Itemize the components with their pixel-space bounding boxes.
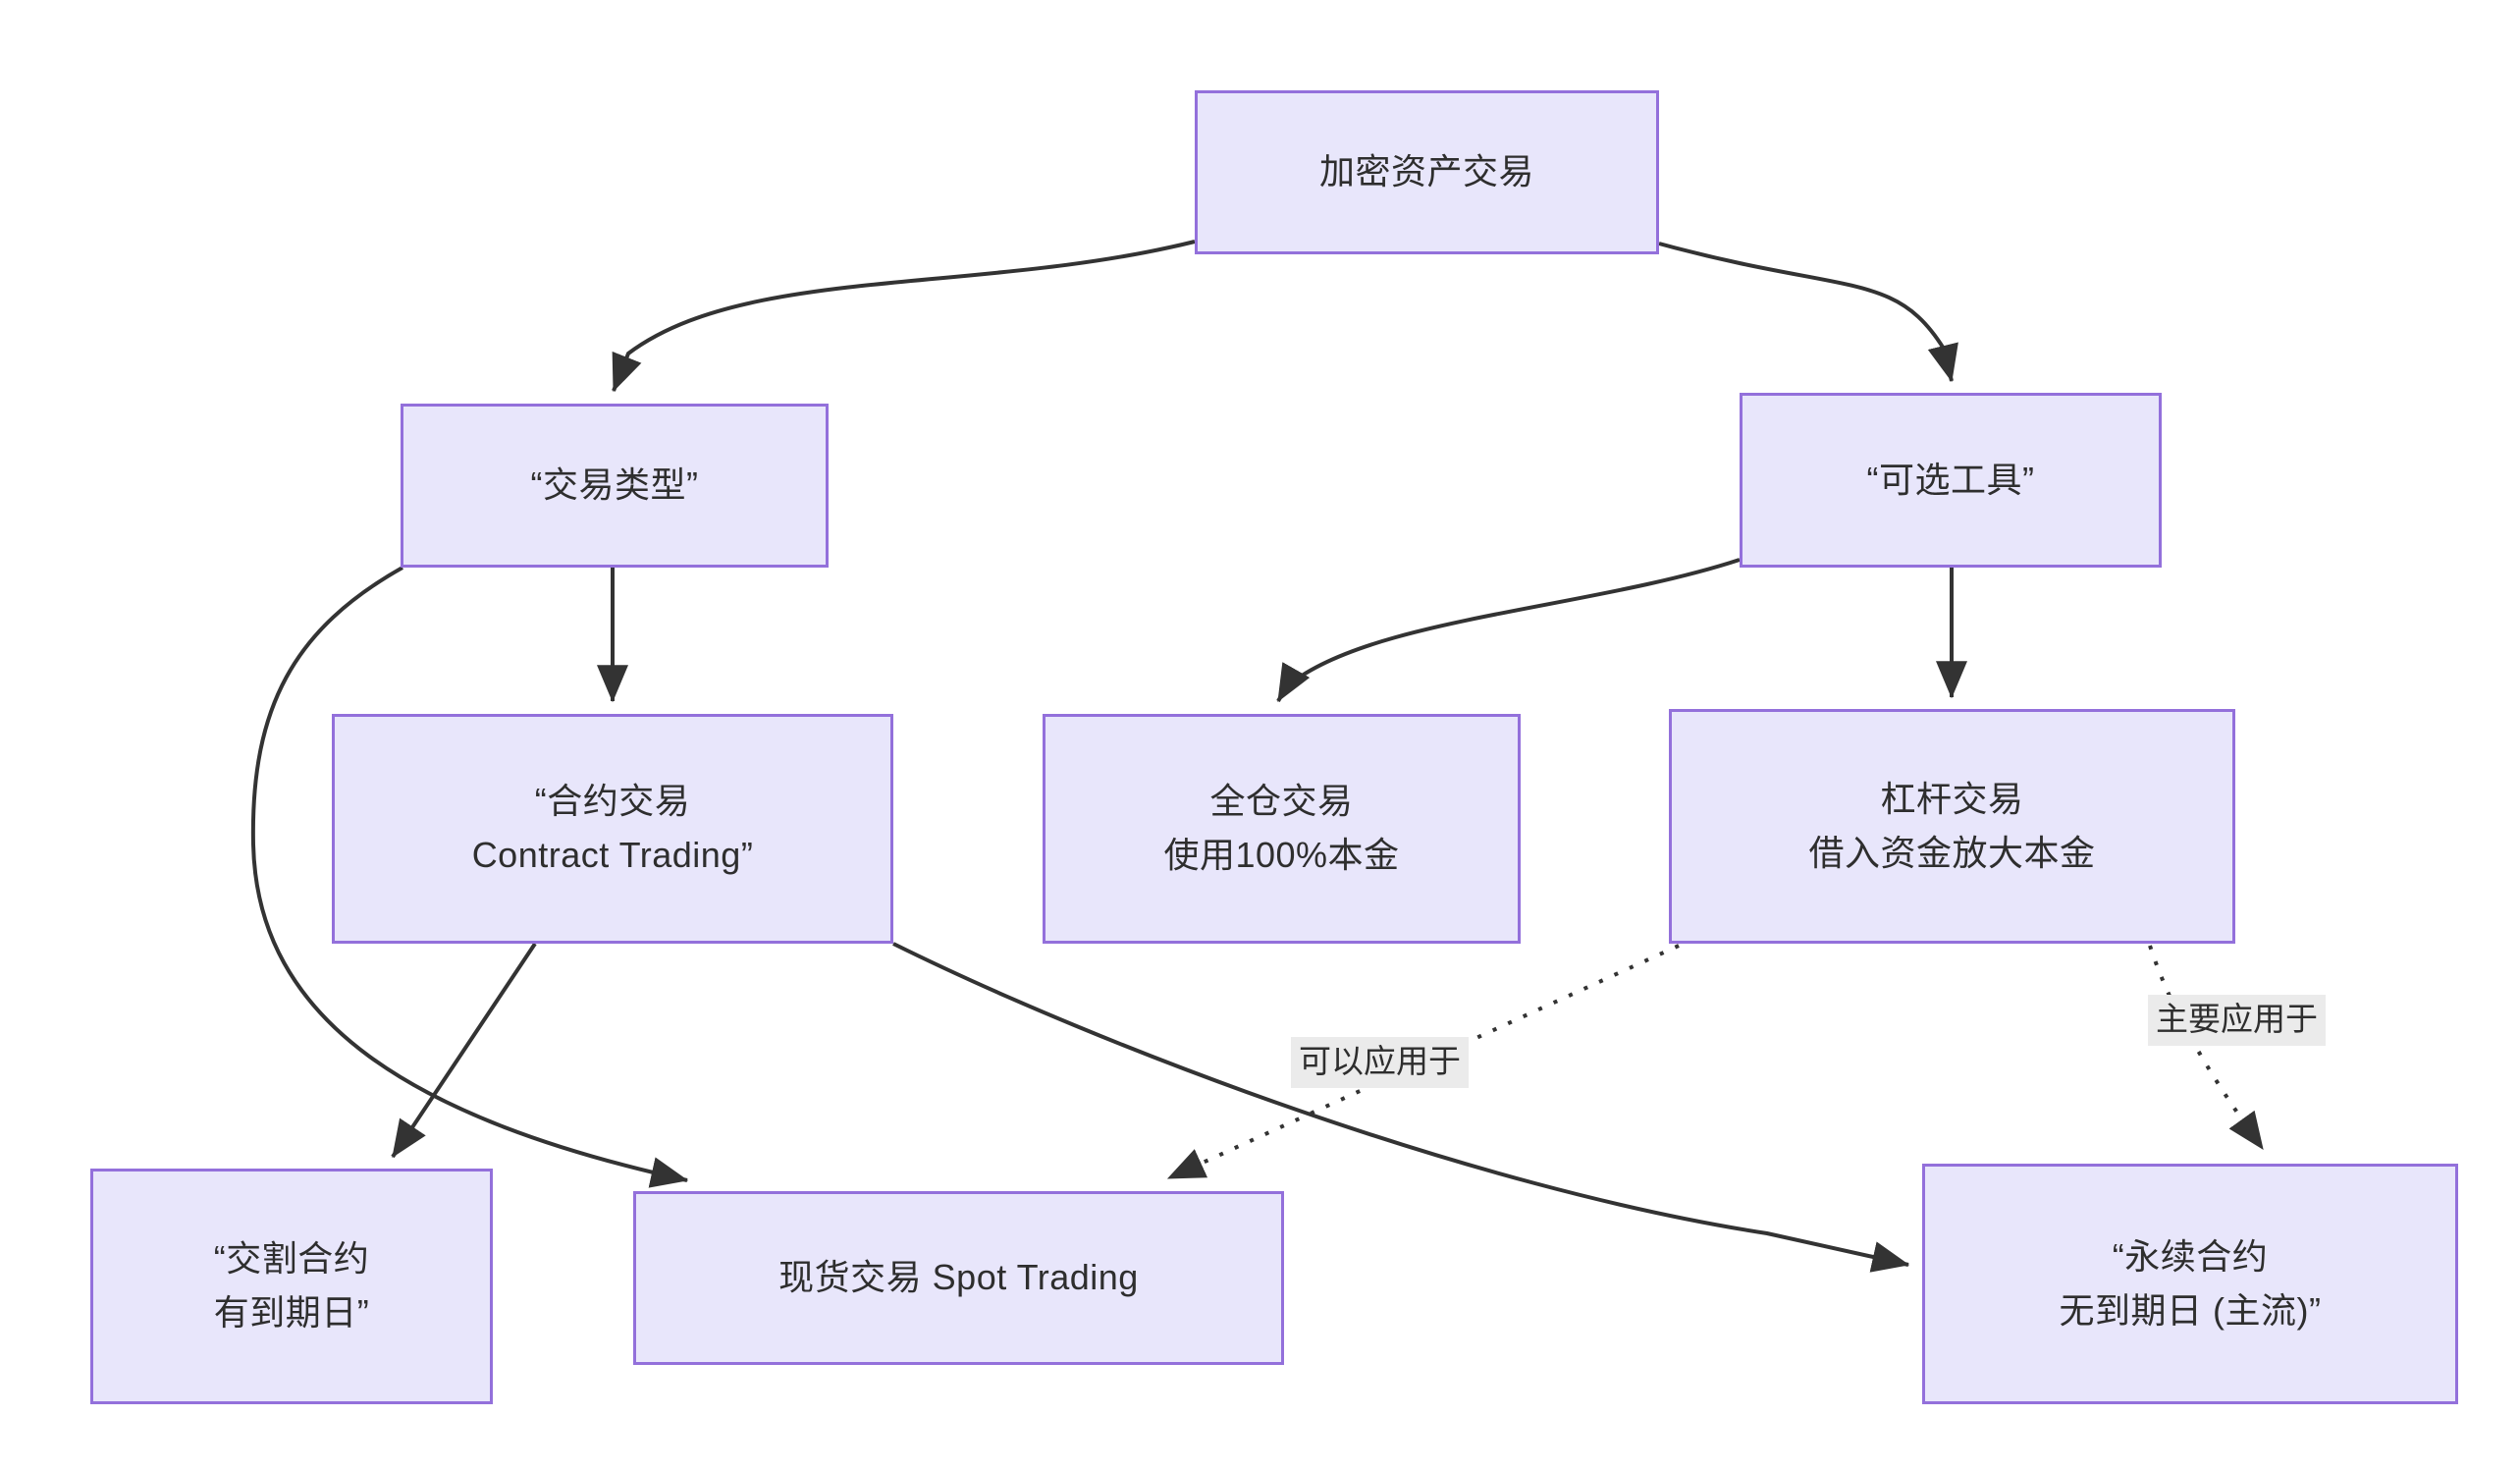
node-delivery-contract-line-1: “交割合约	[213, 1238, 370, 1280]
node-optional-tools[interactable]: “可选工具”	[1740, 393, 2162, 568]
node-full-margin-line-2: 使用100%本金	[1163, 835, 1400, 875]
node-delivery-contract-line-2: 有到期日”	[213, 1292, 370, 1333]
node-optional-tools-line-1: “可选工具”	[1866, 459, 2035, 500]
node-perpetual-contract[interactable]: “永续合约 无到期日 (主流)”	[1922, 1164, 2458, 1404]
edge-leverage-to-perpetual-contract	[2148, 945, 2265, 1151]
edge-contract-trading-to-delivery-contract	[391, 942, 537, 1159]
edge-label-mainly-applied-to: 主要应用于	[2148, 995, 2326, 1046]
node-full-margin-line-1: 全仓交易	[1209, 781, 1354, 822]
node-trade-type-line-1: “交易类型”	[530, 464, 699, 506]
node-full-margin[interactable]: 全仓交易 使用100%本金	[1043, 714, 1521, 944]
edge-root-to-trade-type	[612, 240, 1196, 393]
node-perpetual-contract-line-2: 无到期日 (主流)”	[2059, 1289, 2322, 1331]
edge-optional-tools-to-full-margin	[1276, 558, 1741, 703]
node-contract-trading-line-1: “合约交易	[534, 781, 691, 822]
node-leverage-line-2: 借入资金放大本金	[1808, 832, 2096, 873]
node-contract-trading[interactable]: “合约交易 Contract Trading”	[332, 714, 893, 944]
node-trade-type[interactable]: “交易类型”	[401, 404, 829, 568]
node-leverage[interactable]: 杠杆交易 借入资金放大本金	[1669, 709, 2235, 944]
node-leverage-line-1: 杠杆交易	[1880, 778, 2024, 819]
edge-label-applicable-to: 可以应用于	[1291, 1037, 1469, 1088]
node-spot-trading-line-1: 现货交易 Spot Trading	[778, 1257, 1139, 1298]
node-spot-trading[interactable]: 现货交易 Spot Trading	[633, 1191, 1284, 1365]
node-root-line-1: 加密资产交易	[1318, 151, 1534, 192]
edge-root-to-optional-tools	[1658, 242, 1958, 383]
node-contract-trading-line-2: Contract Trading”	[471, 835, 754, 875]
node-perpetual-contract-line-1: “永续合约	[2112, 1235, 2269, 1277]
node-delivery-contract[interactable]: “交割合约 有到期日”	[90, 1169, 493, 1404]
node-root[interactable]: 加密资产交易	[1195, 90, 1659, 254]
